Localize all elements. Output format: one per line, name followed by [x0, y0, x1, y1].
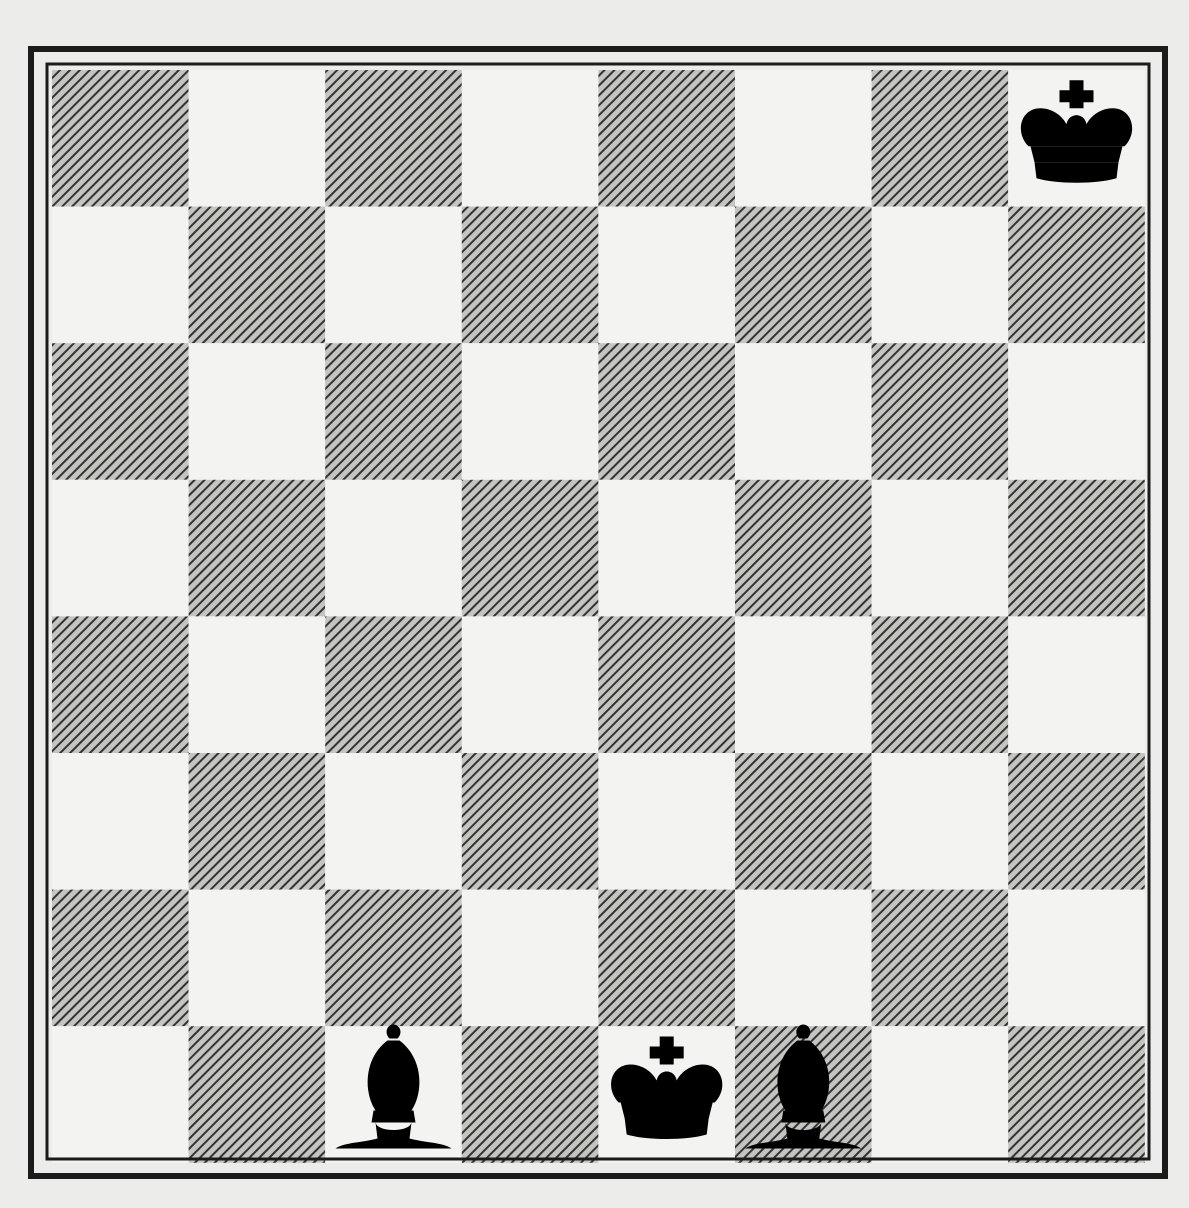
- square-h2[interactable]: [1008, 890, 1145, 1027]
- square-g6[interactable]: [872, 343, 1009, 480]
- square-d7[interactable]: [462, 207, 599, 344]
- square-g8[interactable]: [872, 70, 1009, 207]
- square-f6[interactable]: [735, 343, 872, 480]
- square-a6[interactable]: [52, 343, 189, 480]
- square-d3[interactable]: [462, 753, 599, 890]
- square-a8[interactable]: [52, 70, 189, 207]
- square-h4[interactable]: [1008, 616, 1145, 753]
- square-h6[interactable]: [1008, 343, 1145, 480]
- square-b6[interactable]: [189, 343, 326, 480]
- square-b2[interactable]: [189, 890, 326, 1027]
- board-squares: [52, 70, 1145, 1163]
- square-g2[interactable]: [872, 890, 1009, 1027]
- square-e3[interactable]: [598, 753, 735, 890]
- square-a2[interactable]: [52, 890, 189, 1027]
- square-c5[interactable]: [325, 480, 462, 617]
- square-g1[interactable]: [872, 1026, 1009, 1163]
- square-a4[interactable]: [52, 616, 189, 753]
- square-g4[interactable]: [872, 616, 1009, 753]
- square-c4[interactable]: [325, 616, 462, 753]
- square-f3[interactable]: [735, 753, 872, 890]
- square-g3[interactable]: [872, 753, 1009, 890]
- square-e6[interactable]: [598, 343, 735, 480]
- square-h7[interactable]: [1008, 207, 1145, 344]
- square-b7[interactable]: [189, 207, 326, 344]
- square-f2[interactable]: [735, 890, 872, 1027]
- square-c6[interactable]: [325, 343, 462, 480]
- square-e8[interactable]: [598, 70, 735, 207]
- square-e4[interactable]: [598, 616, 735, 753]
- square-a3[interactable]: [52, 753, 189, 890]
- square-d6[interactable]: [462, 343, 599, 480]
- square-g7[interactable]: [872, 207, 1009, 344]
- square-d4[interactable]: [462, 616, 599, 753]
- square-e5[interactable]: [598, 480, 735, 617]
- square-d2[interactable]: [462, 890, 599, 1027]
- square-f8[interactable]: [735, 70, 872, 207]
- square-h5[interactable]: [1008, 480, 1145, 617]
- square-d5[interactable]: [462, 480, 599, 617]
- square-d8[interactable]: [462, 70, 599, 207]
- square-b5[interactable]: [189, 480, 326, 617]
- square-f5[interactable]: [735, 480, 872, 617]
- square-a1[interactable]: [52, 1026, 189, 1163]
- square-h1[interactable]: [1008, 1026, 1145, 1163]
- square-c7[interactable]: [325, 207, 462, 344]
- square-a5[interactable]: [52, 480, 189, 617]
- square-b8[interactable]: [189, 70, 326, 207]
- square-h3[interactable]: [1008, 753, 1145, 890]
- square-f4[interactable]: [735, 616, 872, 753]
- square-c2[interactable]: [325, 890, 462, 1027]
- square-e2[interactable]: [598, 890, 735, 1027]
- square-c8[interactable]: [325, 70, 462, 207]
- square-b3[interactable]: [189, 753, 326, 890]
- square-b1[interactable]: [189, 1026, 326, 1163]
- square-a7[interactable]: [52, 207, 189, 344]
- square-d1[interactable]: [462, 1026, 599, 1163]
- square-b4[interactable]: [189, 616, 326, 753]
- square-f7[interactable]: [735, 207, 872, 344]
- square-e7[interactable]: [598, 207, 735, 344]
- square-g5[interactable]: [872, 480, 1009, 617]
- square-c3[interactable]: [325, 753, 462, 890]
